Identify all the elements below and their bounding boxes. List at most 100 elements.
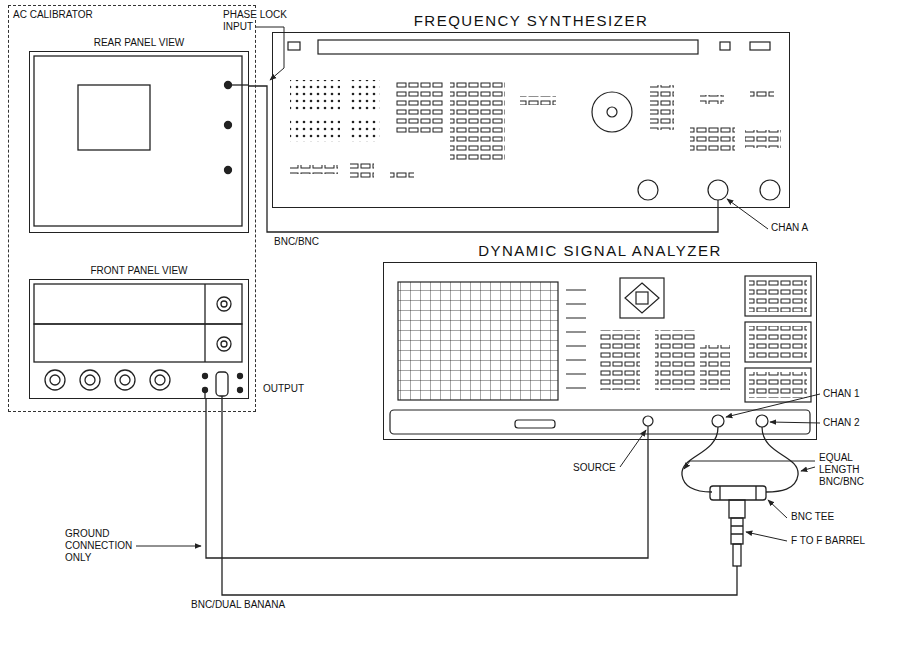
line-art — [731, 518, 743, 544]
callout-label-box: OUTPUT — [262, 383, 305, 395]
leader-lines — [136, 27, 820, 546]
line-art — [238, 374, 243, 379]
line-art — [720, 42, 730, 50]
front-panel: FRONT PANEL VIEW — [29, 279, 249, 399]
callout-label-box: BNC TEE — [790, 511, 835, 523]
line-art — [217, 297, 231, 311]
callout-label-box: F TO F BARREL — [790, 535, 866, 547]
line-art — [221, 301, 227, 307]
line-art — [155, 375, 165, 385]
line-art — [750, 42, 770, 50]
line-art — [225, 167, 232, 174]
line-art — [204, 284, 205, 362]
callout-label: CHAN 2 — [822, 417, 861, 428]
rear-panel: REAR PANEL VIEW — [29, 51, 249, 233]
cable-assembly — [222, 396, 798, 595]
line-art — [650, 85, 674, 130]
callout-label: CHAN A — [770, 222, 809, 233]
line-art — [756, 415, 768, 427]
line-art — [600, 330, 640, 390]
line-art — [136, 546, 201, 547]
line-art — [520, 96, 556, 105]
line-art — [717, 200, 718, 208]
line-art — [45, 370, 65, 390]
line-art — [34, 324, 242, 362]
line-art — [222, 396, 737, 595]
line-art — [801, 467, 815, 471]
line-art — [395, 80, 443, 134]
line-art — [636, 292, 648, 304]
callout-label: PHASE LOCK INPUT — [222, 9, 288, 32]
line-art — [50, 375, 60, 385]
line-art — [390, 410, 810, 434]
rear-panel-art — [34, 56, 248, 226]
line-art — [712, 415, 724, 427]
node-heading: REAR PANEL VIEW — [94, 37, 185, 49]
front-panel-art — [34, 284, 243, 398]
callout-label-box: EQUAL LENGTH BNC/BNC — [818, 452, 870, 488]
line-art — [225, 122, 232, 129]
line-art — [350, 118, 380, 142]
line-art — [745, 368, 811, 402]
cable-label: BNC/BNC — [273, 236, 320, 248]
line-art — [592, 92, 632, 132]
analyzer-art — [390, 276, 811, 440]
line-art — [760, 180, 780, 200]
line-art — [643, 416, 653, 426]
node-heading: DYNAMIC SIGNAL ANALYZER — [478, 242, 722, 260]
line-art — [729, 500, 745, 518]
line-art — [746, 532, 787, 541]
line-art — [203, 374, 208, 379]
callout-label-box: GROUND CONNECTION ONLY — [64, 528, 138, 564]
callout-label: CHAN 1 — [822, 388, 861, 399]
line-art — [684, 461, 815, 469]
line-art — [749, 326, 807, 358]
line-art — [727, 199, 768, 229]
callout-label-box: CHAN A — [770, 222, 809, 234]
cable-connector — [206, 399, 648, 558]
line-art — [217, 337, 231, 351]
line-art — [221, 341, 227, 347]
callout-label-box: BNC/DUAL BANANA — [190, 599, 286, 611]
line-art — [238, 388, 243, 393]
line-art — [34, 284, 242, 324]
line-art — [762, 427, 798, 492]
line-art — [288, 42, 300, 50]
callout-label: GROUND CONNECTION ONLY — [64, 528, 133, 563]
callout-label: F TO F BARREL — [790, 535, 866, 546]
line-art — [318, 40, 698, 54]
line-art — [745, 130, 781, 148]
callout-label: BNC TEE — [790, 511, 835, 522]
line-art — [620, 430, 646, 467]
callout-label-box: CHAN 1 — [822, 388, 861, 400]
line-art — [726, 394, 820, 417]
line-art — [290, 118, 340, 142]
line-art — [398, 282, 558, 400]
line-art — [290, 165, 338, 174]
line-art — [78, 85, 150, 150]
line-art — [515, 420, 555, 428]
line-art — [350, 162, 374, 180]
callout-label: BNC/DUAL BANANA — [190, 599, 286, 610]
line-art — [720, 486, 756, 500]
callout-label-box: PHASE LOCK INPUT — [222, 9, 290, 33]
line-art — [655, 330, 695, 390]
line-art — [700, 345, 730, 390]
line-art — [290, 80, 340, 110]
line-art — [120, 375, 130, 385]
line-art — [690, 125, 735, 152]
line-art — [731, 526, 743, 534]
node-heading: FRONT PANEL VIEW — [90, 265, 187, 277]
synthesizer-art — [288, 40, 781, 208]
line-art — [150, 370, 170, 390]
line-art — [34, 56, 242, 226]
cable-connector — [249, 86, 718, 232]
line-art — [745, 322, 811, 362]
line-art — [607, 107, 617, 117]
line-art — [745, 276, 811, 316]
line-art — [566, 290, 586, 388]
line-art — [216, 372, 228, 396]
line-art — [749, 372, 807, 398]
